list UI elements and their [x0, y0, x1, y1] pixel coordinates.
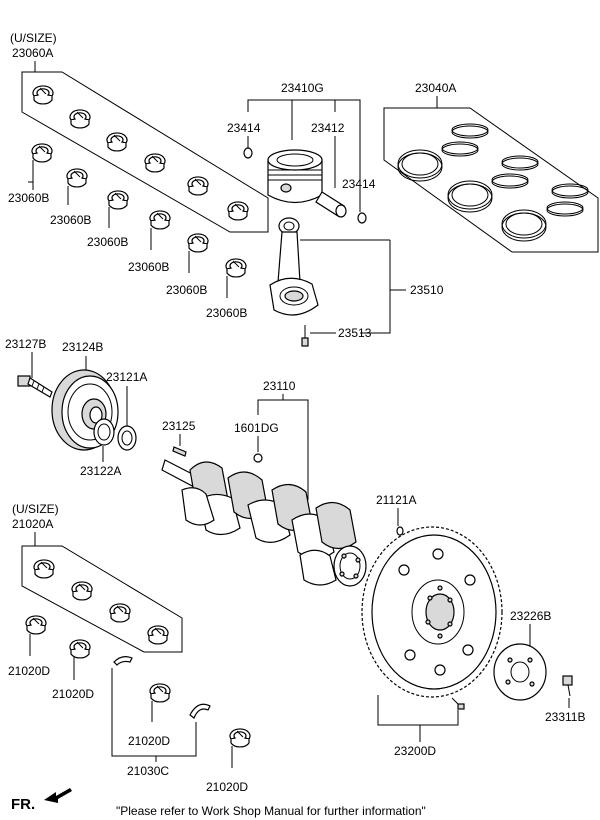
part-label-23412[interactable]: 23412 [311, 121, 345, 135]
crankshaft-key [172, 446, 187, 457]
flywheel-group: 21121A 23200D 23226B [361, 493, 585, 758]
bearing-shell-upper-1 [32, 85, 54, 105]
part-label-23124B[interactable]: 23124B [62, 340, 103, 354]
ring-set-outline [383, 107, 599, 253]
lower-bearing-group: (U/SIZE) 21020A 21020D 21020D 21020D 210… [8, 502, 251, 794]
crankshaft [161, 459, 367, 587]
part-label-23060B-1[interactable]: 23060B [8, 191, 49, 205]
piston [267, 149, 323, 204]
oil-ring-4 [491, 173, 529, 189]
piston-pin [315, 191, 347, 218]
crankshaft-pin [253, 453, 263, 463]
part-label-1601DG[interactable]: 1601DG [234, 421, 279, 435]
dowel-pin [396, 526, 404, 536]
part-label-23060B-6[interactable]: 23060B [206, 306, 247, 320]
part-label-23510[interactable]: 23510 [410, 283, 444, 297]
piston-ring-3 [501, 209, 547, 242]
bearing-shell-upper-4 [144, 153, 166, 173]
oil-ring-2 [441, 141, 479, 157]
part-label-21020D-1[interactable]: 21020D [8, 664, 50, 678]
oil-ring-3 [501, 155, 539, 171]
part-label-21020D-3[interactable]: 21020D [128, 734, 170, 748]
bearing-shell-lower-1 [31, 143, 53, 163]
front-direction-arrow-icon [44, 788, 72, 803]
pulley-bolt [17, 375, 53, 398]
piston-group: 23410G 23414 23412 23414 [227, 81, 376, 224]
piston-ring-1 [397, 149, 443, 182]
workshop-manual-note: "Please refer to Work Shop Manual for fu… [116, 804, 426, 818]
connecting-rod [269, 217, 319, 316]
part-label-23311B[interactable]: 23311B [545, 710, 585, 724]
part-label-23410G[interactable]: 23410G [281, 81, 324, 95]
part-label-21030C[interactable]: 21030C [127, 764, 169, 778]
main-bearing-upper-2 [71, 581, 93, 601]
damper-pulley-group: 23127B 23124B 23121A 23122A [5, 337, 147, 478]
flywheel-bolt [451, 697, 465, 710]
part-label-23060A[interactable]: 23060A [12, 46, 53, 60]
part-label-23414-left[interactable]: 23414 [227, 121, 261, 135]
bearing-shell-upper-2 [69, 109, 91, 129]
main-bearing-lower-3 [149, 683, 171, 703]
part-label-23127B[interactable]: 23127B [5, 337, 46, 351]
usize-label-upper: (U/SIZE) [10, 31, 57, 45]
footer: FR. "Please refer to Work Shop Manual fo… [11, 788, 426, 818]
part-label-23122A[interactable]: 23122A [80, 464, 121, 478]
part-label-23200D[interactable]: 23200D [394, 744, 436, 758]
part-label-23414-right[interactable]: 23414 [342, 177, 376, 191]
adapter-plate [493, 643, 547, 701]
main-bearing-upper-4 [147, 625, 169, 645]
bearing-shell-lower-6 [225, 258, 247, 278]
part-label-23121A[interactable]: 23121A [106, 370, 147, 384]
piston-pin-clip-left [243, 147, 253, 159]
connecting-rod-group: 23510 23513 [269, 217, 444, 347]
key-washer [117, 425, 137, 451]
bearing-shell-lower-3 [107, 190, 129, 210]
bearing-shell-lower-5 [187, 233, 209, 253]
part-label-21121A[interactable]: 21121A [376, 493, 416, 507]
plate-bolt [562, 675, 573, 697]
part-label-23110[interactable]: 23110 [263, 379, 296, 393]
oil-ring-5 [551, 183, 589, 199]
bearing-shell-upper-5 [187, 176, 209, 196]
main-bearing-lower-2 [69, 639, 91, 659]
thrust-washers [113, 656, 211, 719]
crankshaft-group: 23110 23125 1601DG [161, 379, 367, 587]
part-label-21020A[interactable]: 21020A [12, 517, 53, 531]
part-label-23060B-3[interactable]: 23060B [87, 235, 128, 249]
upper-bearing-group: (U/SIZE) 23060A 23060B 23060B 23060B 230… [8, 31, 269, 320]
usize-label-lower: (U/SIZE) [12, 502, 59, 516]
bearing-shell-lower-4 [149, 210, 171, 230]
bearing-shell-upper-6 [227, 201, 249, 221]
front-direction-label: FR. [11, 796, 35, 813]
oil-ring-6 [546, 201, 584, 217]
part-label-23060B-4[interactable]: 23060B [128, 260, 169, 274]
part-label-23060B-5[interactable]: 23060B [166, 283, 207, 297]
piston-pin-clip-right [357, 212, 367, 224]
flywheel [361, 526, 503, 698]
part-label-23513[interactable]: 23513 [338, 326, 372, 340]
piston-ring-2 [447, 180, 493, 213]
main-bearing-lower-1 [25, 615, 47, 635]
piston-ring-group: 23040A [383, 81, 599, 253]
part-label-23226B[interactable]: 23226B [510, 609, 551, 623]
part-label-21020D-4[interactable]: 21020D [206, 780, 248, 794]
crankshaft-sprocket [93, 418, 115, 446]
bearing-set-outline-upper [21, 71, 269, 233]
part-label-23125[interactable]: 23125 [162, 419, 196, 433]
bearing-shell-upper-3 [106, 132, 128, 152]
bearing-shell-lower-2 [66, 168, 88, 188]
bearing-set-outline-lower [21, 545, 183, 653]
main-bearing-upper-1 [33, 559, 55, 579]
connecting-rod-bolt [301, 325, 309, 347]
part-label-23040A[interactable]: 23040A [415, 81, 456, 95]
oil-ring-1 [451, 123, 489, 139]
part-label-21020D-2[interactable]: 21020D [52, 687, 94, 701]
main-bearing-lower-4 [229, 728, 251, 748]
part-label-23060B-2[interactable]: 23060B [50, 213, 91, 227]
main-bearing-upper-3 [109, 603, 131, 623]
